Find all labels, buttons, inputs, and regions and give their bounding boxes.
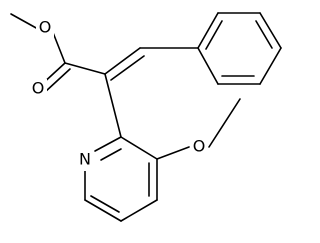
ring-bond-pyridine-o	[156, 146, 190, 160]
ring-bond-c1-pyridine	[104, 73, 122, 138]
carbonyl-double-bond-b	[44, 68, 71, 93]
ring-bond-c1-c2	[104, 47, 141, 75]
benzene-bond-3	[259, 12, 282, 49]
benzene-double-bond-3	[255, 20, 273, 49]
pyridine-double-bond-4	[90, 195, 120, 213]
structure-canvas: O O O N	[10, 12, 282, 222]
ring-oxygen-label: O	[193, 137, 206, 156]
benzene-bond-4	[259, 47, 282, 85]
carbonyl-c-ring-bond	[64, 62, 106, 75]
benzene-double-bond-1	[205, 20, 223, 50]
molecule-drawing: O O O N	[10, 12, 282, 222]
carbonyl-oxygen-label: O	[32, 79, 45, 98]
benzene-bond-6	[197, 47, 219, 85]
pyridine-bond-1	[120, 136, 158, 160]
ring-nitrogen-label: N	[79, 150, 91, 169]
pyridine-bond-3	[120, 199, 158, 222]
pyridine-bond-6	[94, 136, 122, 152]
methyl-bond	[10, 13, 39, 30]
ring-double-bond-c1-c2	[110, 55, 145, 81]
pyridine-double-bond-6	[100, 148, 122, 161]
pyridine-bond-4	[84, 199, 122, 222]
ring-bond-o-benzene	[208, 98, 241, 148]
ether-oxygen-label: O	[39, 18, 52, 37]
benzene-bond-1	[197, 12, 219, 49]
ester-o-carbonyl-c-bond	[51, 29, 66, 64]
